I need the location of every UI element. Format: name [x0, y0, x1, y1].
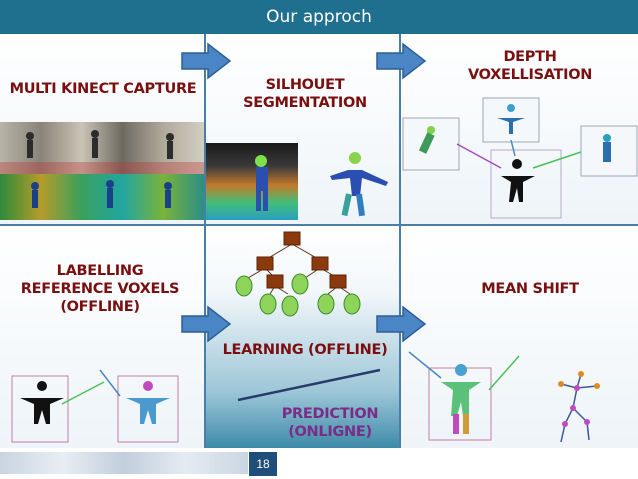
skeleton-icon [560, 373, 598, 443]
slide-title: Our approch [266, 7, 372, 27]
caption-depth-voxellisation: DEPTH VOXELLISATION [467, 49, 593, 83]
caption-multi-kinect-capture: MULTI KINECT CAPTURE [9, 81, 197, 97]
divider-vertical-right [399, 34, 401, 448]
right-arrow-icon [376, 305, 427, 343]
panel-learning [206, 226, 399, 448]
segmented-silhouette-figure [330, 152, 388, 217]
right-arrow-icon [181, 305, 232, 343]
slide-thumbnails-strip [0, 452, 248, 474]
page-number: 18 [249, 452, 277, 476]
panel-meanshift [401, 226, 638, 448]
caption-silhouette-line1: SILHOUET [265, 77, 345, 93]
human-figure-icon [0, 130, 204, 174]
title-bar [0, 0, 638, 34]
human-figure-icon [20, 381, 170, 424]
caption-silhouette-line2: SEGMENTATION [243, 95, 367, 111]
kinect-depth-views [0, 174, 204, 220]
divider-horizontal [0, 224, 638, 226]
caption-labelling-line1: LABELLING [56, 263, 144, 279]
human-figure-icon [441, 364, 481, 434]
decision-tree-icon [235, 231, 361, 317]
caption-prediction-line1: PREDICTION [281, 406, 379, 422]
segmentation-depth-image [206, 143, 298, 220]
caption-prediction: PREDICTION (ONLIGNE) [265, 405, 395, 441]
caption-labelling: LABELLING REFERENCE VOXELS (OFFLINE) [10, 262, 190, 316]
human-figure-icon [418, 104, 611, 202]
caption-prediction-line2: (ONLIGNE) [288, 424, 372, 440]
human-figure-icon [31, 180, 172, 208]
labelled-voxel-figures [11, 369, 179, 443]
learning-prediction-separator [237, 368, 381, 402]
caption-silhouette: SILHOUET SEGMENTATION [220, 76, 390, 112]
right-arrow-icon [181, 42, 232, 80]
caption-mean-shift: MEAN SHIFT [481, 281, 579, 297]
leaf-icon [235, 273, 361, 317]
right-arrow-icon [376, 42, 427, 80]
divider-vertical-left [204, 34, 206, 448]
human-figure-icon [255, 155, 268, 211]
kinect-camera-views [0, 122, 204, 174]
caption-learning: LEARNING (OFFLINE) [222, 342, 388, 358]
caption-labelling-line2: REFERENCE VOXELS [20, 281, 180, 297]
voxel-visualisation [402, 97, 638, 219]
mean-shift-results [408, 351, 600, 443]
caption-labelling-line3: (OFFLINE) [60, 299, 140, 315]
